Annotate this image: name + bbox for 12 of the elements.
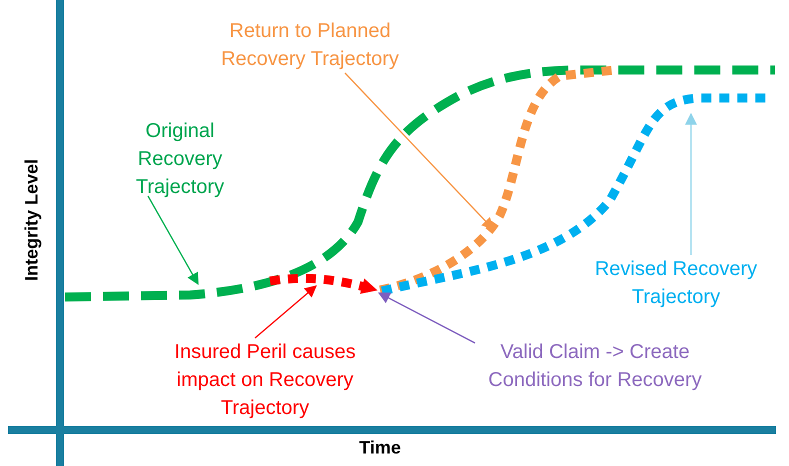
axis-title: Time: [359, 438, 401, 458]
callout-text: Original Recovery Trajectory: [120, 117, 240, 201]
leader-line: [685, 112, 697, 255]
leader-line: [378, 292, 476, 344]
leader-line: [254, 285, 317, 338]
callout-text: Revised Recovery Trajectory: [581, 255, 771, 311]
axis-title: Integrity Level: [22, 158, 42, 282]
callout-text: Insured Peril causes impact on Recovery Trajectory: [165, 338, 365, 422]
leader-line: [147, 196, 199, 286]
leader-line: [344, 72, 494, 230]
callout-text: Return to Planned Recovery Trajectory: [190, 17, 430, 73]
callout-text: Valid Claim -> Create Conditions for Recovery: [475, 338, 715, 394]
